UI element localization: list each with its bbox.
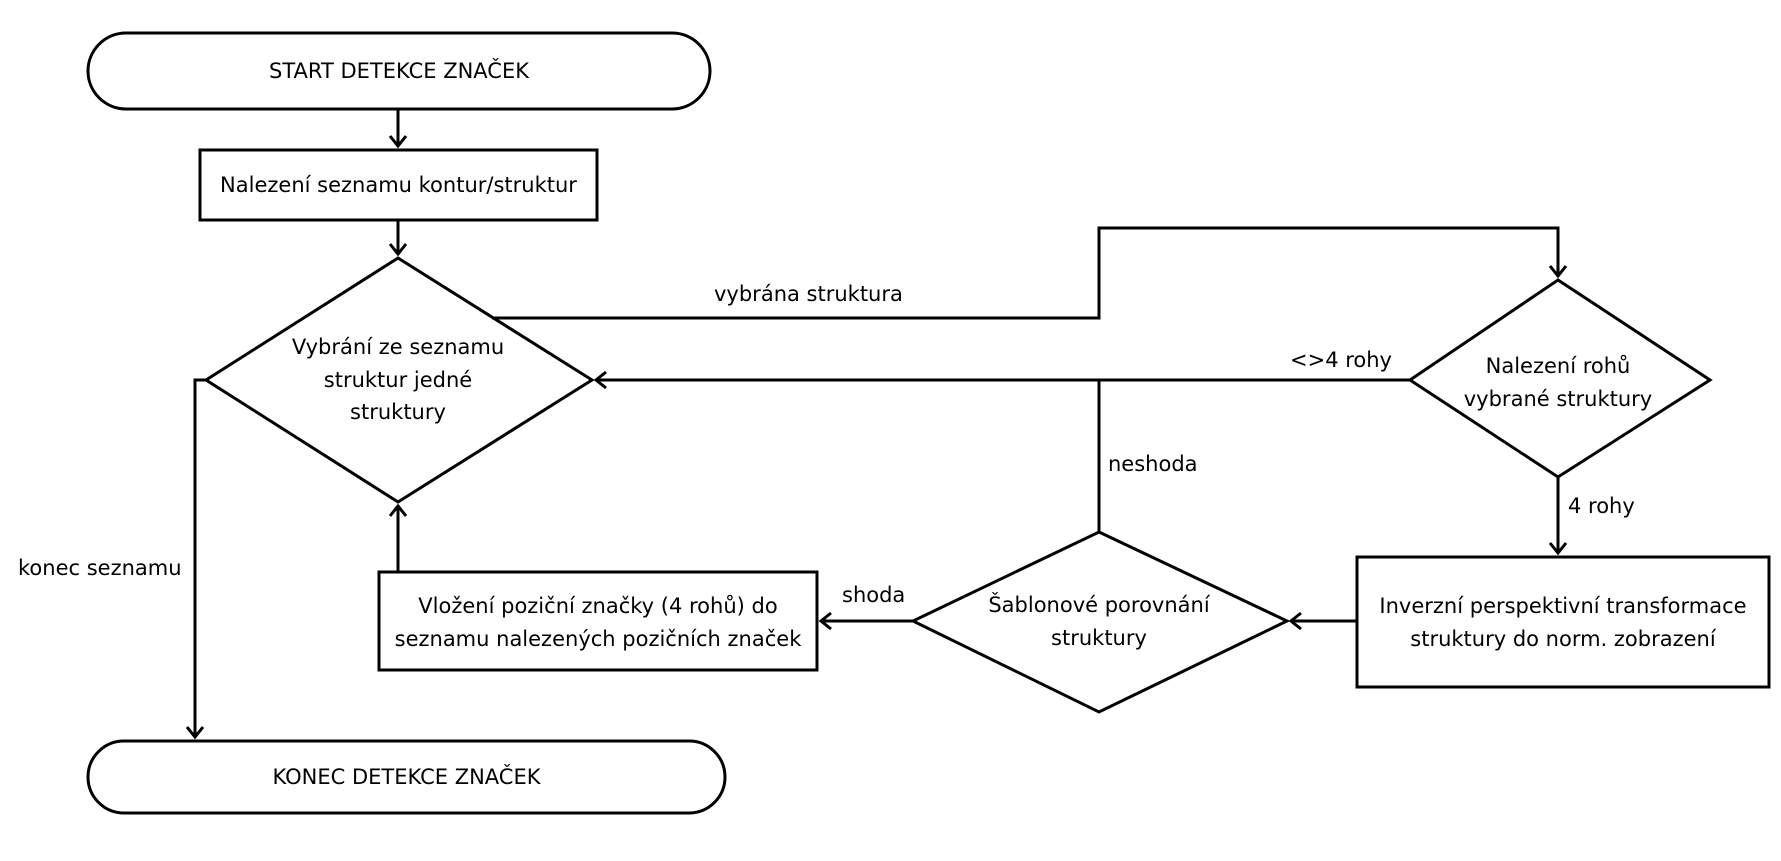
find-contours-box [198,148,599,222]
start-label: START DETEKCE ZNAČEK [268,58,530,83]
edge-label-not-four-corners: <>4 rohy [1290,348,1392,372]
arrowhead [185,726,205,740]
template-match-decision [909,530,1291,714]
edge-label-mismatch: neshoda [1108,452,1198,476]
select-structure-label: Vybrání ze seznamu struktur jedné strukt… [291,335,505,425]
arrowhead [1548,542,1568,556]
select-structure-decision [203,256,595,504]
edge-label-match: shoda [842,583,906,607]
find-corners-label: Nalezení rohů vybrané struktury [1463,354,1653,411]
arrowhead [1288,611,1302,631]
edge-label-selected: vybrána struktura [714,282,903,306]
insert-marker-label: Vložení poziční značky (4 rohů) do sezna… [394,594,802,651]
arrowhead [388,503,408,517]
arrowhead [818,611,832,631]
insert-marker-box [377,570,819,672]
template-match-label: Šablonové porovnání struktury [988,593,1210,650]
edge-label-four-corners: 4 rohy [1568,494,1635,518]
perspective-transform-label: Inverzní perspektivní transformace struk… [1379,594,1747,651]
arrowhead [593,370,607,390]
connector-end-of-list [193,378,206,737]
perspective-transform-box [1355,555,1771,689]
arrowhead [388,243,408,257]
arrowhead [388,135,408,149]
edge-label-end-of-list: konec seznamu [18,556,182,580]
find-contours-label: Nalezení seznamu kontur/struktur [220,172,577,197]
end-terminal [86,739,727,815]
end-label: KONEC DETEKCE ZNAČEK [272,764,541,789]
connector-selected-to-corners [492,226,1560,320]
arrowhead [1548,265,1568,279]
